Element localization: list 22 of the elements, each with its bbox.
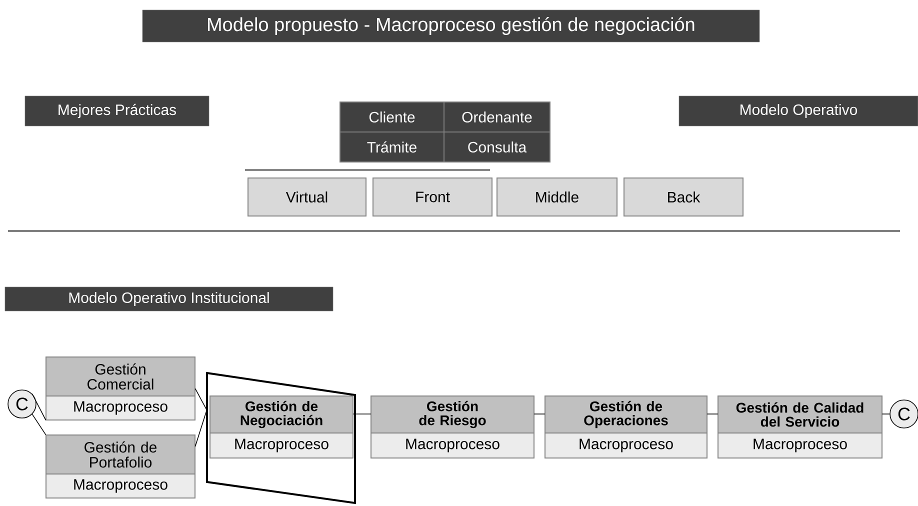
process-box: Gestión Comercial Macroproceso xyxy=(46,356,196,420)
label-band: Mejores Prácticas xyxy=(24,96,210,126)
title-band: Modelo propuesto - Macroproceso gestión de negociación xyxy=(142,10,760,42)
tab-box: Middle xyxy=(496,178,618,216)
connector-line xyxy=(194,410,208,447)
tab-box: Back xyxy=(624,178,744,216)
tab-box: Front xyxy=(372,178,492,216)
connector-line xyxy=(194,388,208,410)
table-cell: Cliente xyxy=(340,102,444,132)
label-band: Modelo Operativo xyxy=(678,96,918,126)
connector-line xyxy=(32,393,46,421)
table-cell: Consulta xyxy=(444,132,550,162)
table-cell: Ordenante xyxy=(444,102,550,132)
table-cell: Trámite xyxy=(340,132,444,162)
process-box: Gestión de Calidad del Servicio Macroproceso xyxy=(718,396,882,458)
process-box: Gestión de Operaciones Macroproceso xyxy=(544,396,708,458)
tab-box: Virtual xyxy=(248,178,366,216)
label-band: Modelo Operativo Institucional xyxy=(4,286,334,312)
process-box: Gestión de Portafolio Macroproceso xyxy=(46,434,196,498)
connector-line xyxy=(32,414,46,436)
process-box: Gestión de Riesgo Macroproceso xyxy=(370,396,534,458)
process-box: Gestión de Negociación Macroproceso xyxy=(210,396,354,458)
